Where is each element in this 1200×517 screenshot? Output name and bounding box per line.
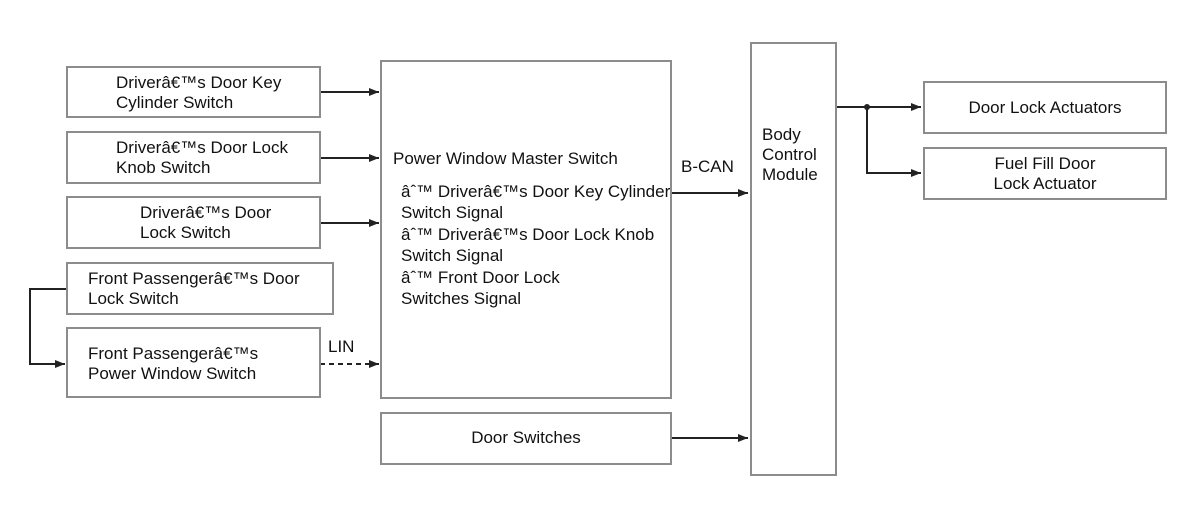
signal-line: âˆ™ Driverâ€™s Door Lock Knob — [401, 225, 655, 244]
signal-line: Switch Signal — [401, 203, 504, 222]
bcan-label: B-CAN — [681, 157, 734, 176]
signal-line: Switch Signal — [401, 246, 504, 265]
label-line: Driverâ€™s Door Key — [116, 73, 282, 92]
fuel-fill-door-lock-actuator-label: Fuel Fill Door Lock Actuator — [923, 154, 1167, 194]
label-line: Front Passengerâ€™s Door — [88, 269, 300, 288]
label-line: Knob Switch — [116, 158, 211, 177]
label-line: Lock Switch — [88, 289, 179, 308]
master-signal-key-cylinder: âˆ™ Driverâ€™s Door Key Cylinder Switch … — [401, 181, 670, 223]
front-passenger-power-window-switch-label: Front Passengerâ€™s Power Window Switch — [88, 344, 258, 384]
label-line: Cylinder Switch — [116, 93, 234, 112]
front-passenger-door-lock-switch-label: Front Passengerâ€™s Door Lock Switch — [88, 269, 300, 309]
label-line: Lock Actuator — [993, 174, 1097, 193]
label-line: Body — [762, 125, 801, 144]
door-switches-box — [380, 412, 672, 465]
driver-door-key-cylinder-switch-box — [66, 66, 321, 118]
wire-fp-lock-to-fp-window — [29, 288, 67, 368]
signal-line: âˆ™ Driverâ€™s Door Key Cylinder — [401, 182, 671, 201]
signal-line: Switches Signal — [401, 289, 522, 308]
fuel-fill-door-lock-actuator-box — [923, 147, 1167, 200]
label-line: Control — [762, 145, 817, 164]
wire-fuel-fill — [866, 107, 921, 177]
door-switches-label: Door Switches — [471, 428, 581, 447]
label-line: Module — [762, 165, 818, 184]
label-line: Driverâ€™s Door Lock — [116, 138, 288, 157]
lin-label: LIN — [328, 337, 355, 356]
label-line: Lock Switch — [140, 223, 231, 242]
signal-line: âˆ™ Front Door Lock — [401, 268, 560, 287]
body-control-module-box — [750, 42, 837, 476]
master-signal-front-door-lock: âˆ™ Front Door Lock Switches Signal — [401, 267, 560, 309]
door-lock-actuators-label: Door Lock Actuators — [968, 98, 1122, 117]
driver-door-lock-knob-switch-box — [66, 131, 321, 184]
power-window-master-switch-box — [380, 60, 672, 399]
front-passenger-door-lock-switch-box — [66, 262, 334, 315]
door-lock-actuators-box — [923, 81, 1167, 134]
driver-door-lock-switch-box — [66, 196, 321, 249]
power-window-master-switch-title: Power Window Master Switch — [393, 149, 618, 168]
body-control-module-label: Body Control Module — [762, 125, 818, 185]
driver-door-lock-switch-label: Driverâ€™s Door Lock Switch — [140, 203, 271, 243]
label-line: Front Passengerâ€™s — [88, 344, 259, 363]
driver-door-lock-knob-switch-label: Driverâ€™s Door Lock Knob Switch — [116, 138, 288, 178]
label-line: Power Window Switch — [88, 364, 257, 383]
front-passenger-power-window-switch-box — [66, 327, 321, 398]
master-signal-lock-knob: âˆ™ Driverâ€™s Door Lock Knob Switch Sig… — [401, 224, 654, 266]
label-line: Driverâ€™s Door — [140, 203, 272, 222]
label-line: Fuel Fill Door — [994, 154, 1096, 173]
driver-door-key-cylinder-switch-label: Driverâ€™s Door Key Cylinder Switch — [116, 73, 281, 113]
junction-dot — [864, 104, 870, 110]
